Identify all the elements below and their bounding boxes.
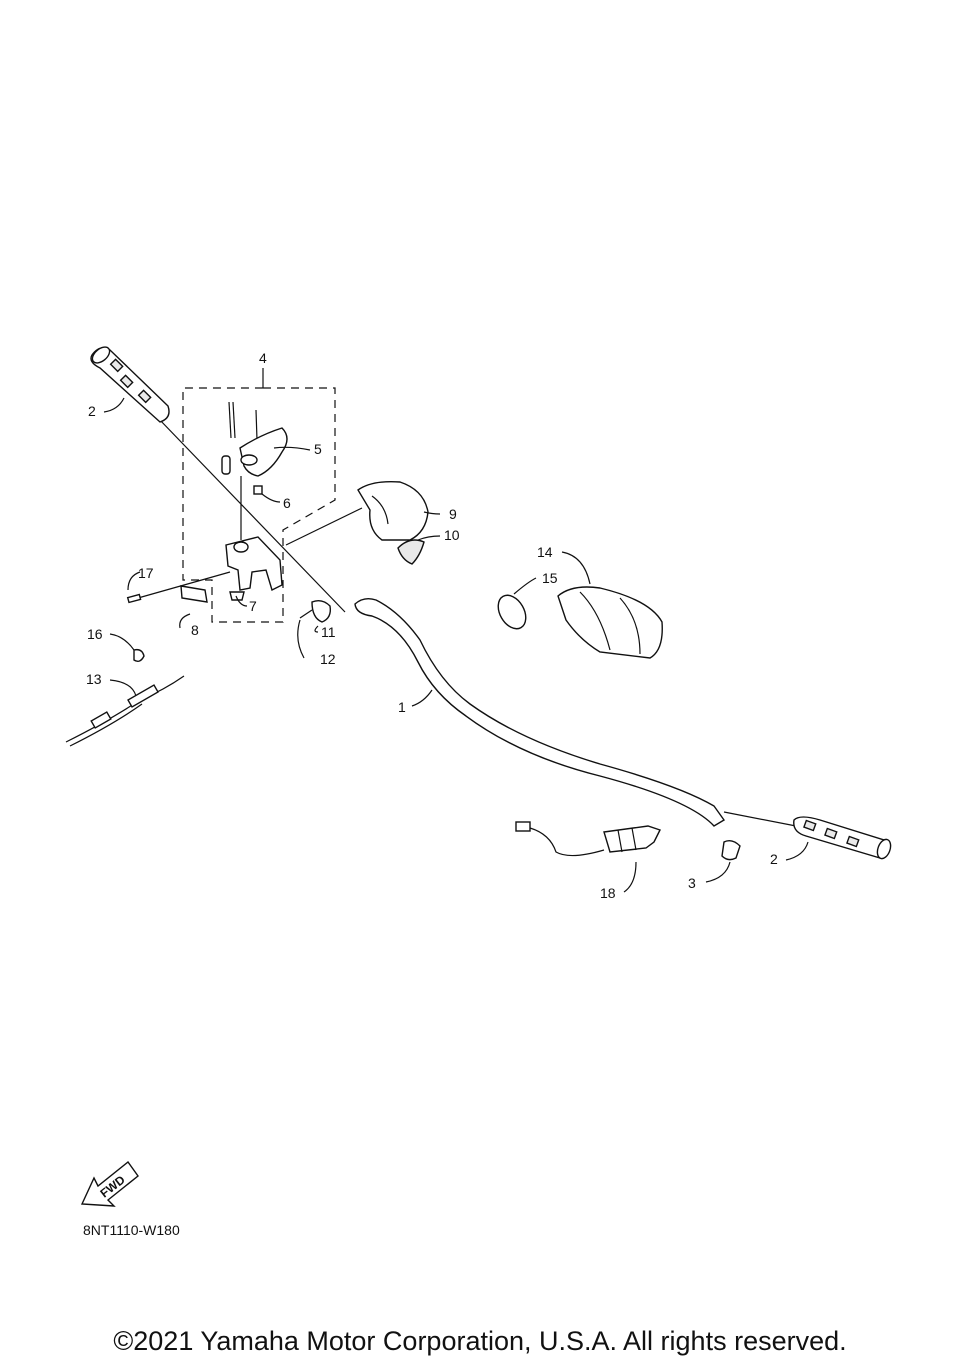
callout-5: 5 — [314, 441, 322, 457]
callout-15: 15 — [542, 570, 558, 586]
handlebar-axis-line — [157, 417, 346, 613]
throttle-lever[interactable] — [221, 401, 288, 477]
callout-8: 8 — [191, 622, 199, 638]
copyright-notice: ©2021 Yamaha Motor Corporation, U.S.A. A… — [113, 1326, 847, 1356]
cable-clip[interactable] — [133, 648, 145, 663]
callout-4: 4 — [259, 350, 267, 366]
throttle-cable[interactable] — [65, 675, 185, 747]
callout-12: 12 — [320, 651, 336, 667]
callout-14: 14 — [537, 544, 553, 560]
connector-clip[interactable] — [299, 599, 332, 623]
callout-3: 3 — [688, 875, 696, 891]
callout-13: 13 — [86, 671, 102, 687]
left-grip[interactable] — [89, 344, 170, 423]
leader-lines — [103, 397, 809, 893]
kill-switch[interactable] — [397, 539, 425, 565]
callout-2-right: 2 — [770, 851, 778, 867]
callout-labels: 1 2 2 3 4 5 6 7 8 9 10 11 12 13 14 15 16… — [86, 350, 778, 901]
switch-cover[interactable] — [285, 480, 429, 546]
right-grip[interactable] — [723, 811, 893, 860]
handlebar-pad[interactable] — [557, 586, 663, 659]
handlebar[interactable] — [354, 597, 726, 827]
callout-6: 6 — [283, 495, 291, 511]
callout-10: 10 — [444, 527, 460, 543]
assembly-4-dashed-frame — [182, 368, 336, 623]
forward-arrow-icon: FWD — [80, 1160, 139, 1207]
housing-screw[interactable] — [229, 591, 245, 601]
callout-16: 16 — [87, 626, 103, 642]
callout-18: 18 — [600, 885, 616, 901]
grip-heater-harness[interactable] — [515, 821, 661, 857]
bar-end-cap[interactable] — [721, 839, 741, 861]
diagram-code: 8NT1110-W180 — [83, 1222, 180, 1238]
callout-17: 17 — [138, 565, 154, 581]
callout-7: 7 — [249, 598, 257, 614]
lever-nut[interactable] — [253, 485, 263, 495]
bracket-plate[interactable] — [180, 585, 208, 603]
mounting-screw[interactable] — [126, 571, 231, 604]
callout-11: 11 — [321, 624, 336, 640]
throttle-housing[interactable] — [225, 476, 283, 591]
pad-band[interactable] — [493, 590, 532, 633]
callout-1: 1 — [398, 699, 406, 715]
callout-2-left: 2 — [88, 403, 96, 419]
callout-9: 9 — [449, 506, 457, 522]
